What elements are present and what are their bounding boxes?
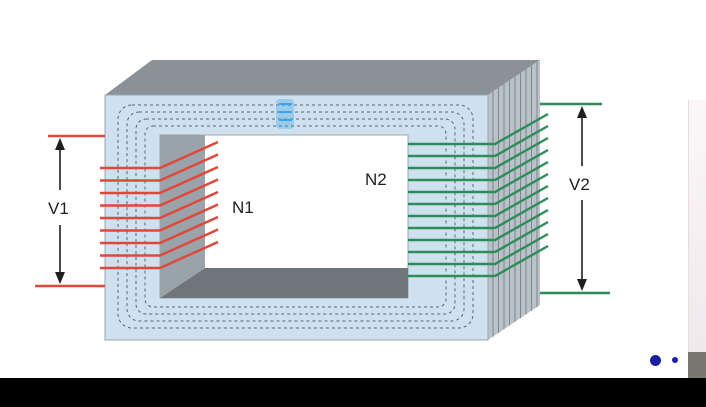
secondary-turn (408, 172, 549, 206)
primary-turn (100, 140, 219, 170)
secondary-turn (408, 208, 549, 242)
secondary-turn (408, 112, 549, 146)
page-dot-icon (650, 355, 661, 366)
primary-turn (100, 178, 219, 207)
secondary-turn (408, 244, 549, 278)
v2-label: V2 (569, 175, 590, 194)
primary-turn (100, 228, 219, 257)
secondary-turn (408, 220, 549, 254)
secondary-turn (408, 232, 549, 266)
primary-coil (35, 134, 219, 288)
core-laminations (492, 62, 538, 337)
secondary-turn (408, 184, 549, 218)
n1-label: N1 (232, 198, 254, 217)
v2-arrow (577, 106, 587, 291)
primary-turn (100, 190, 219, 220)
primary-turn (100, 203, 219, 232)
bottom-black-bar (0, 378, 706, 407)
secondary-turn (408, 148, 549, 182)
primary-turn (100, 153, 219, 182)
secondary-coil (408, 102, 610, 295)
side-panel-thumbnail-footer (688, 352, 706, 378)
core-side-face (488, 60, 540, 340)
secondary-turn (408, 196, 549, 230)
side-panel-thumbnail (688, 100, 706, 390)
core-top-face (105, 60, 540, 95)
secondary-turn (408, 136, 549, 170)
page-dot-small-icon (672, 357, 678, 363)
v1-label: V1 (48, 199, 69, 218)
flux-arrow-icon (276, 99, 294, 129)
v1-arrow (55, 138, 65, 284)
n2-label: N2 (365, 170, 387, 189)
window-inner-bottom (160, 268, 408, 298)
secondary-turn (408, 160, 549, 194)
secondary-turn (408, 124, 549, 158)
primary-turn (100, 215, 219, 245)
primary-turn (100, 165, 219, 195)
primary-turn (100, 240, 219, 270)
